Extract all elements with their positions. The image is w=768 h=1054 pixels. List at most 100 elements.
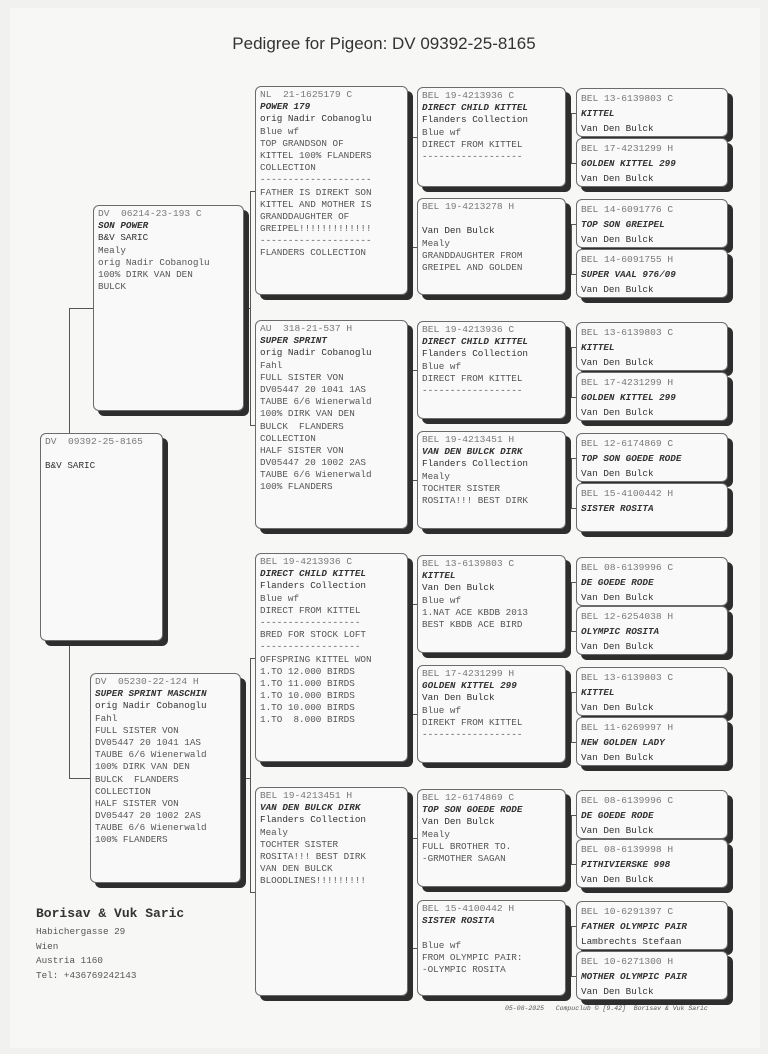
connector-line xyxy=(571,346,576,348)
owner-street: Habichergasse 29 xyxy=(36,926,126,937)
pigeon-info-line: Van Den Bulck xyxy=(581,641,654,652)
pigeon-name: VAN DEN BULCK DIRK xyxy=(422,446,523,458)
ring-number: BEL 13-6139803 C xyxy=(422,558,515,569)
pigeon-info-line: orig Nadir Cobanoglu xyxy=(98,256,210,268)
pigeon-info-line: HALF SISTER VON xyxy=(260,444,344,456)
connector-line xyxy=(408,657,412,659)
pigeon-name: TOP SON GREIPEL xyxy=(581,219,665,230)
pigeon-info-line: Van Den Bulck xyxy=(581,874,654,885)
connector-line xyxy=(412,137,417,138)
pigeon-info-line: Blue wf xyxy=(422,939,462,951)
connector-line xyxy=(571,112,572,163)
pigeon-info-line: ROSITA!!! BEST DIRK xyxy=(422,494,529,506)
pigeon-info-line: OFFSPRING KITTEL WON xyxy=(260,653,372,665)
pigeon-info-line: TOP GRANDSON OF xyxy=(260,137,344,149)
connector-line xyxy=(412,137,413,247)
pigeon-info-line: Flanders Collection xyxy=(422,348,529,360)
pigeon-info-line: TAUBE 6/6 Wienerwald xyxy=(95,749,207,761)
pigeon-info-line: 1.TO 11.000 BIRDS xyxy=(260,677,355,689)
pigeon-name: DIRECT CHILD KITTEL xyxy=(422,336,529,348)
pigeon-info-line: HALF SISTER VON xyxy=(95,797,179,809)
pigeon-info-line: 100% FLANDERS xyxy=(95,834,168,846)
pigeon-name: PITHIVIERSKE 998 xyxy=(581,859,671,870)
pigeon-info-line: 1.TO 10.000 BIRDS xyxy=(260,702,355,714)
pigeon-info-line: ROSITA!!! BEST DIRK xyxy=(260,850,367,862)
pigeon-info-line: GREIPEL AND GOLDEN xyxy=(422,261,523,273)
pigeon-info-line: Van Den Bulck xyxy=(422,582,495,594)
pigeon-info-line: Flanders Collection xyxy=(260,814,367,826)
ring-number: AU 318-21-537 H xyxy=(260,323,353,334)
pigeon-info-line: ------------------ xyxy=(260,616,361,628)
pigeon-info-line: 1.NAT ACE KBDB 2013 xyxy=(422,606,529,618)
pigeon-info-line: BULCK FLANDERS xyxy=(95,773,179,785)
pigeon-info-line: Mealy xyxy=(422,470,450,482)
pigeon-info-line: DV05447 20 1002 2AS xyxy=(95,810,202,822)
ring-number: BEL 15-4100442 H xyxy=(422,903,515,914)
pigeon-name xyxy=(45,448,158,460)
pigeon-name: DE GOEDE RODE xyxy=(581,810,654,821)
ring-number: BEL 19-4213278 H xyxy=(422,201,515,212)
ring-number: BEL 19-4213936 C xyxy=(260,556,353,567)
ring-number: BEL 19-4213936 C xyxy=(422,324,515,335)
ring-number: BEL 10-6291397 C xyxy=(581,906,674,917)
pigeon-info-line: TOCHTER SISTER xyxy=(422,482,501,494)
pigeon-info-line: 100% DIRK VAN DEN xyxy=(95,761,190,773)
pigeon-info-line: Van Den Bulck xyxy=(581,357,654,368)
pigeon-info-line: 1.TO 12.000 BIRDS xyxy=(260,665,355,677)
connector-line xyxy=(571,457,576,459)
pigeon-name: SISTER ROSITA xyxy=(581,503,654,514)
ring-number: BEL 17-4231299 H xyxy=(422,668,515,679)
pigeon-info-line: TAUBE 6/6 Wienerwald xyxy=(95,822,207,834)
pigeon-info-line: Van Den Bulck xyxy=(581,284,654,295)
pigeon-info-line: Fahl xyxy=(95,712,118,724)
connector-line xyxy=(250,424,255,426)
pigeon-info-line: BRED FOR STOCK LOFT xyxy=(260,629,367,641)
ring-number: BEL 08-6139996 C xyxy=(581,795,674,806)
connector-line xyxy=(412,948,417,949)
pigeon-info-line: GREIPEL!!!!!!!!!!!!! xyxy=(260,223,372,235)
pigeon-info-line: -------------------- xyxy=(260,174,372,186)
pigeon-info-line: Blue wf xyxy=(422,126,462,138)
connector-line xyxy=(571,975,576,977)
connector-line xyxy=(571,691,572,742)
connector-line xyxy=(571,581,576,583)
owner-city: Wien xyxy=(36,940,59,952)
ring-number: BEL 17-4231299 H xyxy=(581,143,674,154)
pigeon-info-line: Mealy xyxy=(422,828,450,840)
pigeon-info-line: BULCK FLANDERS xyxy=(260,420,344,432)
pigeon-info-line: 100% FLANDERS xyxy=(260,481,333,493)
pigeon-info-line: 1.TO 10.000 BIRDS xyxy=(260,690,355,702)
connector-line xyxy=(412,838,413,948)
